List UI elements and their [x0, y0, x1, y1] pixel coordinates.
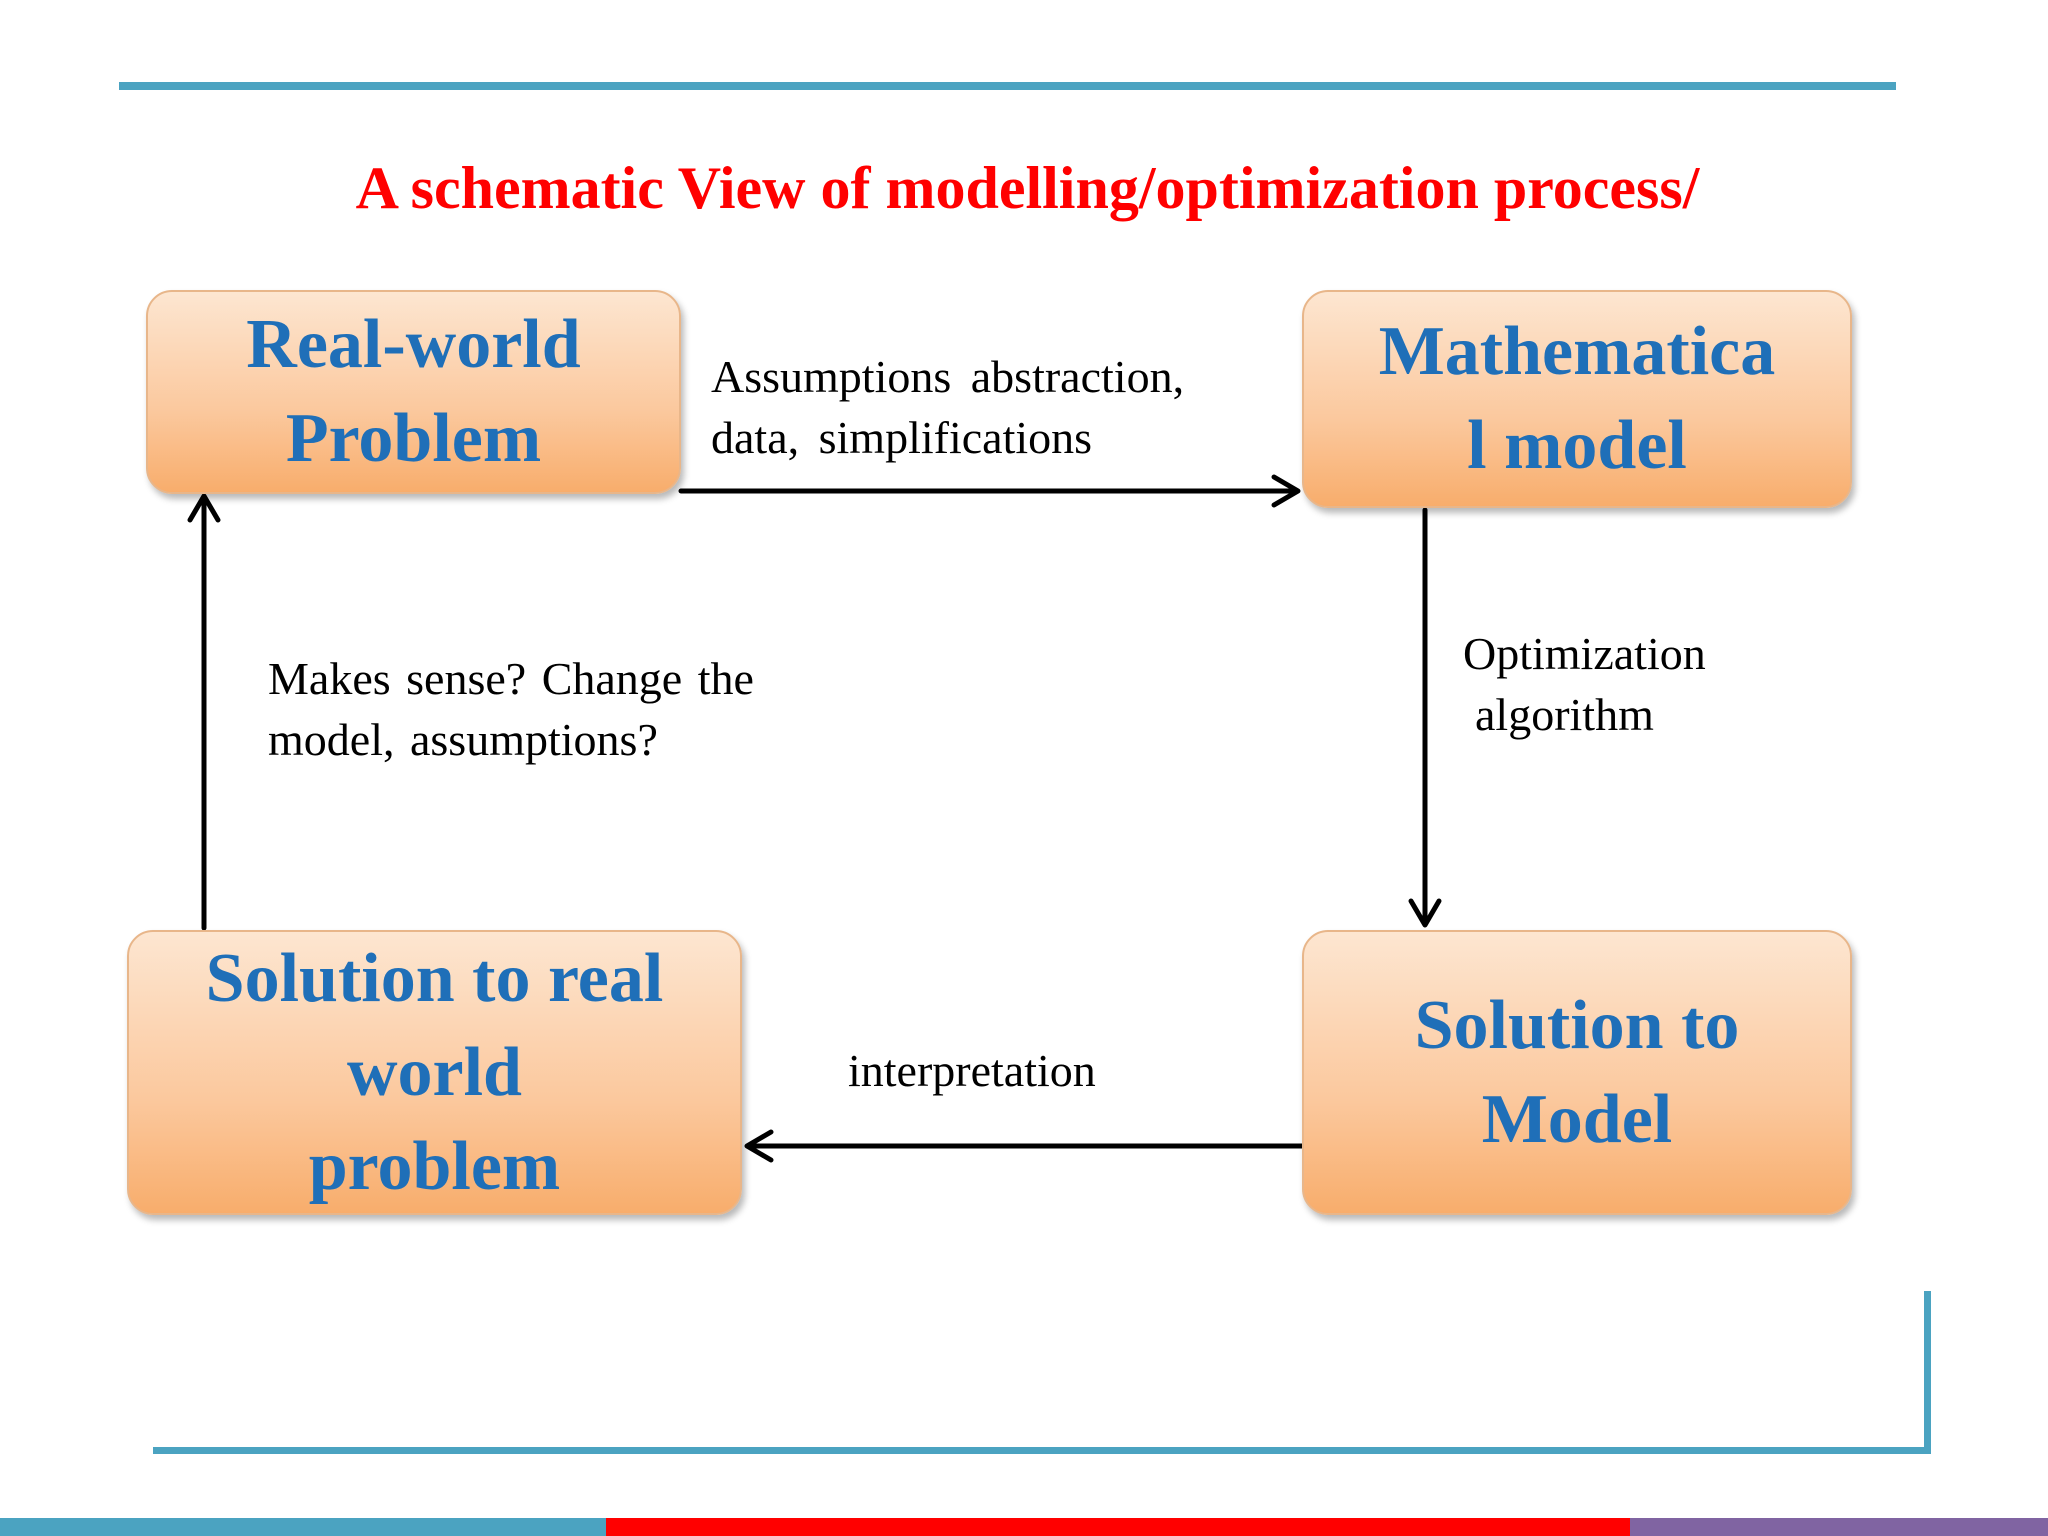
- box-line: world: [346, 1033, 522, 1111]
- right-rule: [1924, 1291, 1931, 1454]
- arrowhead-optimization: [1408, 898, 1442, 928]
- label-line: Makes sense? Change the: [268, 653, 754, 704]
- box-line: problem: [308, 1127, 561, 1205]
- box-line: Mathematica: [1378, 313, 1776, 390]
- arrowhead-interpretation: [744, 1129, 774, 1163]
- label-line: algorithm: [1475, 689, 1654, 740]
- footer-bar-red: [606, 1518, 1630, 1536]
- top-rule: [119, 82, 1896, 90]
- arrowhead-feedback: [187, 493, 221, 523]
- solution-to-real-world-problem-box: Solution to real world problem: [127, 930, 742, 1215]
- footer-bar-purple: [1630, 1518, 2048, 1536]
- optimization-label: Optimization algorithm: [1463, 623, 1706, 745]
- box-line: Real-world: [246, 306, 581, 383]
- bottom-rule: [153, 1447, 1931, 1454]
- box-line: Model: [1481, 1080, 1673, 1158]
- label-line: Assumptions abstraction,: [711, 351, 1185, 402]
- footer-bar-blue: [0, 1518, 606, 1536]
- assumptions-label: Assumptions abstraction, data, simplific…: [711, 346, 1184, 468]
- mathematical-model-box: Mathematica l model: [1302, 290, 1852, 508]
- box-line: Problem: [285, 400, 542, 477]
- label-line: model, assumptions?: [268, 714, 658, 765]
- slide-title: A schematic View of modelling/optimizati…: [355, 155, 1700, 221]
- real-world-problem-box: Real-world Problem: [146, 290, 681, 494]
- label-line: data, simplifications: [711, 412, 1093, 463]
- box-line: Solution to: [1414, 986, 1740, 1064]
- box-line: Solution to real: [205, 939, 664, 1017]
- arrowhead-assumptions: [1271, 474, 1301, 508]
- label-line: Optimization: [1463, 628, 1706, 679]
- box-line: l model: [1467, 407, 1687, 484]
- interpretation-label: interpretation: [848, 1045, 1096, 1096]
- makes-sense-label: Makes sense? Change the model, assumptio…: [268, 648, 754, 770]
- solution-to-model-box: Solution to Model: [1302, 930, 1852, 1215]
